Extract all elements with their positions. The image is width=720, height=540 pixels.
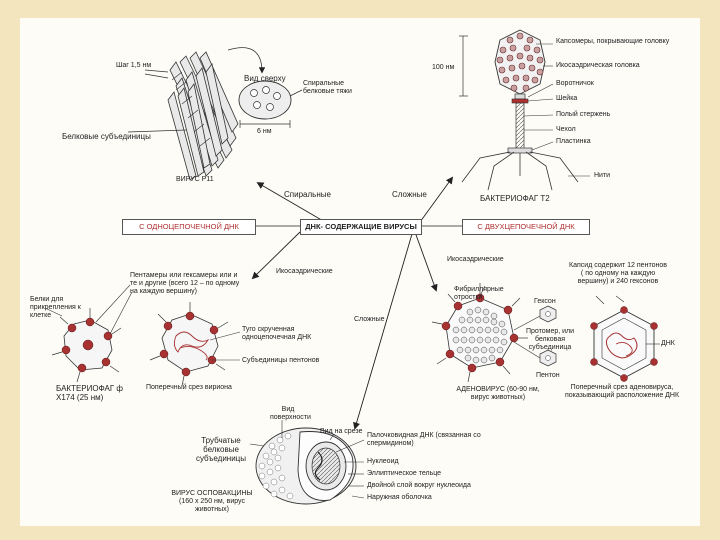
pox-elliptic-label: Эллиптическое тельце xyxy=(367,470,442,477)
t2-capsomeres-label: Капсомеры, покрывающие головку xyxy=(556,38,670,45)
t2-sheath-label: Чехол xyxy=(556,126,576,133)
double-strand-banner: С ДВУХЦЕПОЧЕЧНОЙ ДНК xyxy=(462,219,590,235)
adeno-capsid-label: Капсид содержит 12 пентонов ( по одному … xyxy=(569,262,667,285)
phix-attach-label: Белки для прикрепления к клетке xyxy=(30,296,81,319)
icosa-right-branch-label: Икосаэдрические xyxy=(447,256,504,263)
adeno-dna-label: ДНК xyxy=(661,340,675,347)
pox-double-layer-label: Двойной слой вокруг нуклеоида xyxy=(367,482,471,489)
phix-section-drawing xyxy=(149,302,241,387)
main-banner: ДНК- СОДЕРЖАЩИЕ ВИРУСЫ xyxy=(300,219,422,235)
phix-pentamers-label: Пентамеры или гексамеры или и те и други… xyxy=(130,272,240,295)
t2-plate-label: Пластинка xyxy=(556,138,591,145)
adeno-virion-drawing xyxy=(431,283,557,383)
adeno-section-label: Поперечный срез аденовируса, показывающи… xyxy=(564,384,680,399)
adeno-name-label: АДЕНОВИРУС (60-90 нм, вирус животных) xyxy=(456,386,540,401)
t2-core-label: Полый стержень xyxy=(556,111,611,118)
m13-top-view xyxy=(238,80,303,128)
pox-tubular-label: Трубчатые белковые субъединицы xyxy=(195,436,247,463)
center-arrows xyxy=(251,176,462,430)
t2-collar-label: Воротничок xyxy=(556,80,594,87)
t2-size-label: 100 нм xyxy=(432,64,455,71)
phix-name-label: БАКТЕРИОФАГ ф Х174 (25 нм) xyxy=(56,384,123,402)
adeno-penton-label: Пентон xyxy=(536,372,560,379)
adeno-fibrillar-label: Фибриллярные отростки xyxy=(454,286,504,301)
t2-head-label: Икосаэдрическая головка xyxy=(556,62,640,69)
t2-phage-drawing xyxy=(459,29,590,191)
t2-neck-label: Шейка xyxy=(556,95,578,102)
t2-name-label: БАКТЕРИОФАГ Т2 xyxy=(480,194,550,203)
vaccinia-drawing xyxy=(249,420,365,505)
complex-top-branch-label: Сложные xyxy=(392,190,427,199)
phix-virion-drawing xyxy=(44,284,133,383)
phix-penton-subunits-label: Субъединицы пентонов xyxy=(242,357,320,364)
complex-bottom-branch-label: Сложные xyxy=(354,316,385,323)
single-strand-banner: С ОДНОЦЕПОЧЕЧНОЙ ДНК xyxy=(122,219,256,235)
spiral-branch-label: Спиральные xyxy=(284,190,331,199)
pox-surface-label: Вид поверхности xyxy=(270,406,311,421)
pox-nucleoid-label: Нуклеоид xyxy=(367,458,399,465)
t2-fibers-label: Нити xyxy=(594,172,611,179)
m13-rods-drawing xyxy=(167,51,239,181)
phix-section-label: Поперечный срез вириона xyxy=(146,384,232,391)
step-pointer xyxy=(144,69,169,73)
m13-step-label: Шаг 1,5 нм xyxy=(116,62,152,69)
adeno-hexon-label: Гексон xyxy=(534,298,556,305)
icosa-left-branch-label: Икосаэдрические xyxy=(276,268,333,275)
m13-subunits-label: Белковые субъединицы xyxy=(62,132,151,141)
adeno-protomer-label: Протомер, или белковая субъединица xyxy=(525,328,575,351)
subunits-pointer xyxy=(127,129,187,133)
pox-rod-dna-label: Палочковидная ДНК (связанная со спермиди… xyxy=(367,432,481,447)
diagram-sheet xyxy=(20,18,700,526)
pox-name-label: ВИРУС ОСПОВАКЦИНЫ (160 х 250 нм, вирус ж… xyxy=(171,490,253,513)
m13-name-label: ВИРУС Р11 xyxy=(176,176,214,183)
m13-spiral-strands-label: Спиральные белковые тяжи xyxy=(303,80,352,95)
pox-outer-label: Наружная оболочка xyxy=(367,494,432,501)
m13-top-view-label: Вид сверху xyxy=(244,74,286,83)
m13-width-label: 6 нм xyxy=(257,128,272,135)
pox-section-view-label: Вид на срезе xyxy=(320,428,363,435)
adeno-section-drawing xyxy=(590,295,660,382)
phix-coiled-dna-label: Туго скрученная одноцепочечная ДНК xyxy=(242,326,312,341)
